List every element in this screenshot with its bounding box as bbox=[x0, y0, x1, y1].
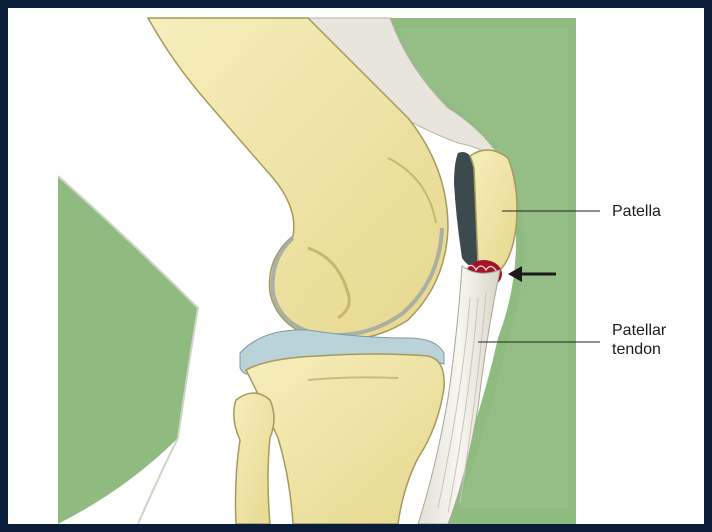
patellar-tendon-label-line1: Patellar bbox=[612, 321, 666, 340]
green-background-left bbox=[58, 176, 198, 524]
patella bbox=[470, 150, 517, 271]
knee-illustration bbox=[8, 8, 704, 524]
patella-label: Patella bbox=[612, 202, 661, 221]
diagram-panel: Patella Patellar tendon bbox=[8, 8, 704, 524]
tibia bbox=[246, 354, 444, 524]
patellar-tendon-label: Patellar tendon bbox=[612, 321, 666, 359]
fibula bbox=[234, 393, 274, 524]
patellar-tendon-label-line2: tendon bbox=[612, 340, 666, 359]
